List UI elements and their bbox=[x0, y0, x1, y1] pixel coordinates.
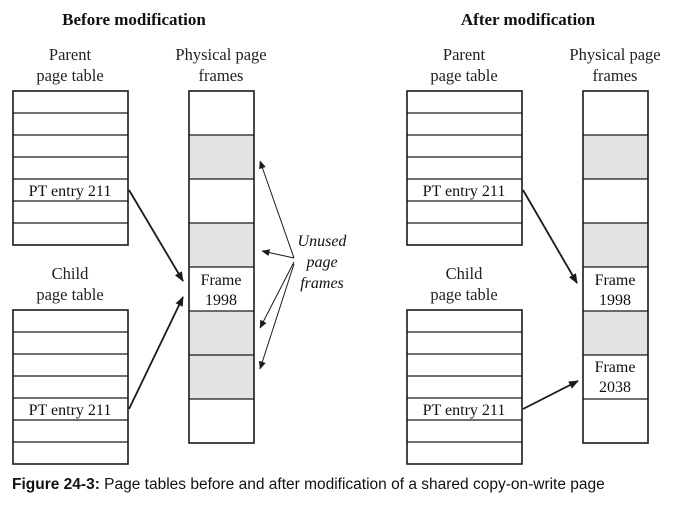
after-unused-frame-1 bbox=[583, 135, 648, 179]
after-frame-2038-line1: Frame bbox=[595, 359, 636, 376]
after-child-label-line1: Child bbox=[446, 264, 483, 283]
before-frame-1998-line1: Frame bbox=[201, 272, 242, 289]
figure-caption: Figure 24-3: Page tables before and afte… bbox=[12, 476, 676, 494]
caption-text: Page tables before and after modificatio… bbox=[99, 476, 605, 493]
after-parent-arrow bbox=[522, 189, 578, 284]
before-parent-page-table bbox=[12, 90, 129, 246]
after-frames-label-line1: Physical page bbox=[569, 45, 660, 64]
before-unused-frame-4 bbox=[189, 355, 254, 399]
before-child-page-table bbox=[12, 309, 129, 465]
before-frames-label-line2: frames bbox=[199, 66, 244, 85]
after-unused-frame-3 bbox=[583, 311, 648, 355]
after-heading: After modification bbox=[461, 10, 596, 29]
before-parent-entry: PT entry 211 bbox=[29, 183, 112, 200]
before-heading: Before modification bbox=[62, 10, 206, 29]
after-child-arrow bbox=[522, 380, 579, 410]
before-parent-label-line1: Parent bbox=[49, 45, 92, 64]
figure-number: Figure 24-3: bbox=[12, 476, 100, 493]
after-unused-frame-2 bbox=[583, 223, 648, 267]
after-parent-entry: PT entry 211 bbox=[423, 183, 506, 200]
after-parent-label-line1: Parent bbox=[443, 45, 486, 64]
after-parent-page-table bbox=[406, 90, 523, 246]
after-child-entry: PT entry 211 bbox=[423, 402, 506, 419]
after-frame-1998-line2: 1998 bbox=[599, 292, 631, 309]
unused-label-line3: frames bbox=[300, 275, 344, 292]
before-child-label-line1: Child bbox=[52, 264, 89, 283]
before-unused-frame-2 bbox=[189, 223, 254, 267]
after-frames-label-line2: frames bbox=[593, 66, 638, 85]
after-frame-1998-line1: Frame bbox=[595, 272, 636, 289]
before-frames-label-line1: Physical page bbox=[175, 45, 266, 64]
before-frame-1998-line2: 1998 bbox=[205, 292, 237, 309]
after-child-page-table bbox=[406, 309, 523, 465]
after-child-label-line2: page table bbox=[430, 285, 497, 304]
after-parent-label-line2: page table bbox=[430, 66, 497, 85]
before-unused-frame-3 bbox=[189, 311, 254, 355]
before-unused-frame-1 bbox=[189, 135, 254, 179]
after-physical-frames bbox=[582, 90, 649, 444]
unused-label-line1: Unused bbox=[298, 233, 348, 250]
before-child-entry: PT entry 211 bbox=[29, 402, 112, 419]
before-parent-arrow bbox=[128, 189, 184, 282]
unused-label-line2: page bbox=[305, 254, 337, 271]
after-frame-2038-line2: 2038 bbox=[599, 379, 631, 396]
before-child-label-line2: page table bbox=[36, 285, 103, 304]
before-physical-frames bbox=[188, 90, 255, 444]
unused-pointer-arrows bbox=[258, 160, 295, 370]
before-parent-label-line2: page table bbox=[36, 66, 103, 85]
before-child-arrow bbox=[128, 296, 184, 410]
